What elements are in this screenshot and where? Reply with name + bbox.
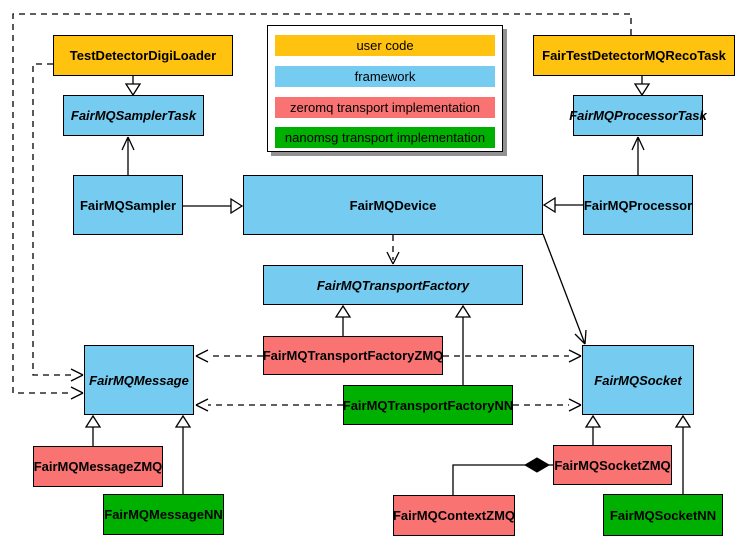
edge-inheritance-digiloader-samplertask [124, 76, 142, 97]
class-label: FairMQSocketNN [609, 507, 717, 523]
class-label: FairMQDevice [349, 197, 437, 213]
class-label: FairMQContextZMQ [392, 508, 516, 523]
class-box-fairmqtransportfactorynn: FairMQTransportFactoryNN [343, 385, 513, 425]
edge-inheritance-socketzmq-socket [584, 414, 602, 445]
class-box-fairmqmessagenn: FairMQMessageNN [103, 494, 224, 535]
class-box-fairmqsocketnn: FairMQSocketNN [603, 494, 723, 536]
edge-composition-contextzmq-socketzmq [452, 457, 553, 495]
class-label: TestDetectorDigiLoader [69, 48, 217, 63]
edge-association-processor-processortask [631, 136, 645, 175]
edge-inheritance-tfnn-transportfactory [454, 304, 472, 385]
legend: user code framework zeromq transport imp… [267, 25, 503, 152]
legend-item-zeromq: zeromq transport implementation [275, 97, 495, 118]
edge-dependency-tfzmq-message [195, 349, 263, 363]
edge-dependency-tfnn-message [195, 398, 343, 412]
legend-item-framework: framework [275, 66, 495, 87]
class-box-fairtestdetectormqrecotask: FairTestDetectorMQRecoTask [533, 35, 735, 76]
class-box-fairmqsamplertask: FairMQSamplerTask [63, 95, 204, 136]
class-label: FairMQMessageNN [104, 507, 223, 522]
legend-item-user-code: user code [275, 35, 495, 56]
edge-inheritance-socketnn-socket [674, 414, 692, 494]
class-label: FairMQMessage [89, 372, 189, 388]
edge-dependency-tfnn-socket [513, 398, 582, 412]
class-label: FairTestDetectorMQRecoTask [542, 48, 726, 63]
class-label: FairMQTransportFactoryZMQ [262, 348, 444, 363]
class-label: FairMQSocketZMQ [554, 457, 671, 473]
edge-association-device-socket [542, 233, 587, 345]
class-box-fairmqdevice: FairMQDevice [243, 175, 543, 235]
edge-association-sampler-samplertask [121, 136, 135, 176]
class-box-fairmqtransportfactoryzmq: FairMQTransportFactoryZMQ [263, 336, 443, 375]
edge-dependency-device-transportfactory [386, 235, 400, 265]
class-box-fairmqsocket: FairMQSocket [582, 345, 694, 415]
class-label: FairMQMessageZMQ [33, 459, 163, 474]
class-box-fairmqprocessor: FairMQProcessor [583, 175, 693, 235]
edge-inheritance-messagenn-message [174, 414, 192, 494]
edge-inheritance-tfzmq-transportfactory [334, 304, 352, 336]
class-box-fairmqmessage: FairMQMessage [84, 345, 194, 415]
class-label: FairMQTransportFactory [316, 277, 470, 293]
class-box-testdetectordigiloader: TestDetectorDigiLoader [53, 35, 233, 76]
edge-inheritance-recotask-processortask [633, 76, 651, 97]
class-label: FairMQTransportFactoryNN [342, 397, 514, 413]
edge-inheritance-sampler-device [183, 197, 244, 215]
class-box-fairmqmessagezmq: FairMQMessageZMQ [33, 446, 163, 487]
class-label: FairMQProcessor [583, 197, 693, 213]
class-label: FairMQSamplerTask [70, 108, 197, 123]
edge-inheritance-messagezmq-message [84, 414, 102, 446]
class-label: FairMQProcessorTask [569, 108, 707, 123]
class-label: FairMQSampler [79, 197, 177, 213]
edge-inheritance-processor-device [542, 196, 583, 214]
class-box-fairmqcontextzmq: FairMQContextZMQ [393, 495, 515, 536]
class-box-fairmqprocessortask: FairMQProcessorTask [569, 95, 707, 136]
edge-dependency-tfzmq-socket [443, 349, 582, 363]
edge-dependency-digiloader-message [32, 63, 84, 382]
class-box-fairmqtransportfactory: FairMQTransportFactory [263, 265, 523, 305]
legend-item-nanomsg: nanomsg transport implementation [275, 127, 495, 148]
class-box-fairmqsampler: FairMQSampler [73, 175, 183, 235]
class-box-fairmqsocketzmq: FairMQSocketZMQ [553, 445, 672, 485]
edge-dependency-recotask-message [12, 13, 632, 400]
class-label: FairMQSocket [594, 372, 682, 388]
